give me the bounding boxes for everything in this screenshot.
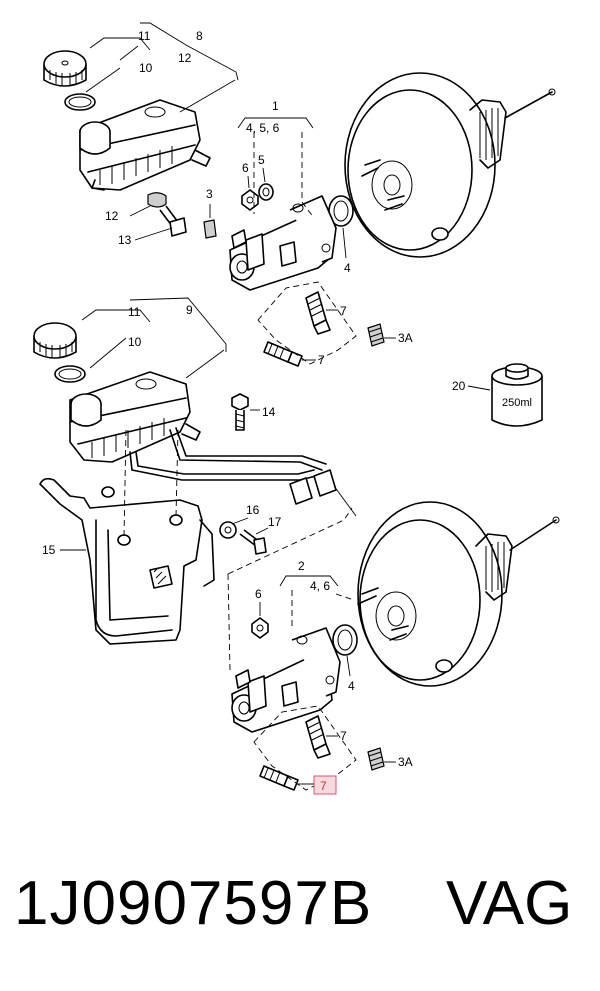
label-7b-top: 7: [318, 353, 325, 367]
label-6-bottom: 6: [255, 587, 262, 601]
label-456: 4, 5, 6: [246, 121, 280, 135]
label-4-bottom: 4: [348, 679, 355, 693]
brake-fluid-reservoir-top: [79, 99, 211, 191]
label-13: 13: [118, 233, 132, 247]
label-2: 2: [298, 559, 305, 573]
label-12-header: 12: [178, 51, 192, 65]
seal-4-bottom: [332, 624, 358, 656]
nut-6-bottom: [251, 617, 269, 639]
label-14: 14: [262, 405, 276, 419]
label-10-bottom: 10: [128, 335, 142, 349]
brake-booster-bottom: [357, 501, 560, 687]
label-11-bottom: 11: [128, 305, 141, 319]
master-cylinder-bottom: [231, 627, 341, 733]
label-10: 10: [139, 61, 153, 75]
label-7-highlight: 7: [320, 779, 327, 793]
label-3a-bottom: 3A: [398, 755, 413, 769]
plug-3-top: [203, 219, 217, 239]
label-9: 9: [186, 303, 193, 317]
brake-fluid-bottle: 250ml: [491, 363, 543, 427]
highlight-box-7: [313, 775, 337, 795]
bolt-14: [231, 393, 249, 431]
brake-fluid-reservoir-bottom: [69, 371, 201, 463]
label-7-bottom: 7: [340, 729, 347, 743]
part-number: 1J0907597B: [14, 869, 373, 938]
label-12: 12: [105, 209, 119, 223]
label-15: 15: [42, 543, 56, 557]
valve-7-upper-bottom: [305, 715, 331, 759]
washer-5-top: [258, 183, 274, 201]
valve-7-lower-top: [263, 341, 303, 367]
mounting-bracket-15: [39, 477, 215, 645]
label-16: 16: [246, 503, 260, 517]
nut-6-top: [241, 189, 259, 211]
label-6: 6: [242, 161, 249, 175]
label-8: 8: [196, 29, 203, 43]
reservoir-cap-bottom: [33, 322, 77, 359]
reservoir-cap-top: [43, 50, 87, 87]
seal-ring-bottom: [54, 365, 86, 383]
bottle-label: 250ml: [502, 397, 532, 409]
label-11: 11: [138, 29, 151, 43]
label-5: 5: [258, 153, 265, 167]
valve-7-lower-bottom: [259, 765, 299, 791]
bolt-17: [239, 529, 267, 555]
brake-lines: [129, 427, 337, 505]
plug-3a-bottom: [367, 747, 385, 771]
label-4: 4: [344, 261, 351, 275]
label-3a-top: 3A: [398, 331, 413, 345]
bolt-13-top: [159, 205, 187, 237]
label-46: 4, 6: [310, 579, 330, 593]
brake-booster-top: [344, 72, 556, 258]
label-7-top: 7: [340, 304, 347, 318]
washer-16: [219, 521, 237, 539]
label-17: 17: [268, 515, 282, 529]
label-3: 3: [206, 187, 213, 201]
label-1: 1: [272, 99, 279, 113]
brand-name: VAG: [446, 869, 573, 938]
seal-ring-top: [64, 93, 96, 111]
label-20: 20: [452, 379, 466, 393]
master-cylinder-top: [229, 195, 337, 291]
plug-3a-top: [367, 323, 385, 347]
valve-7-upper-top: [305, 291, 331, 335]
grommet-top: [147, 192, 167, 208]
